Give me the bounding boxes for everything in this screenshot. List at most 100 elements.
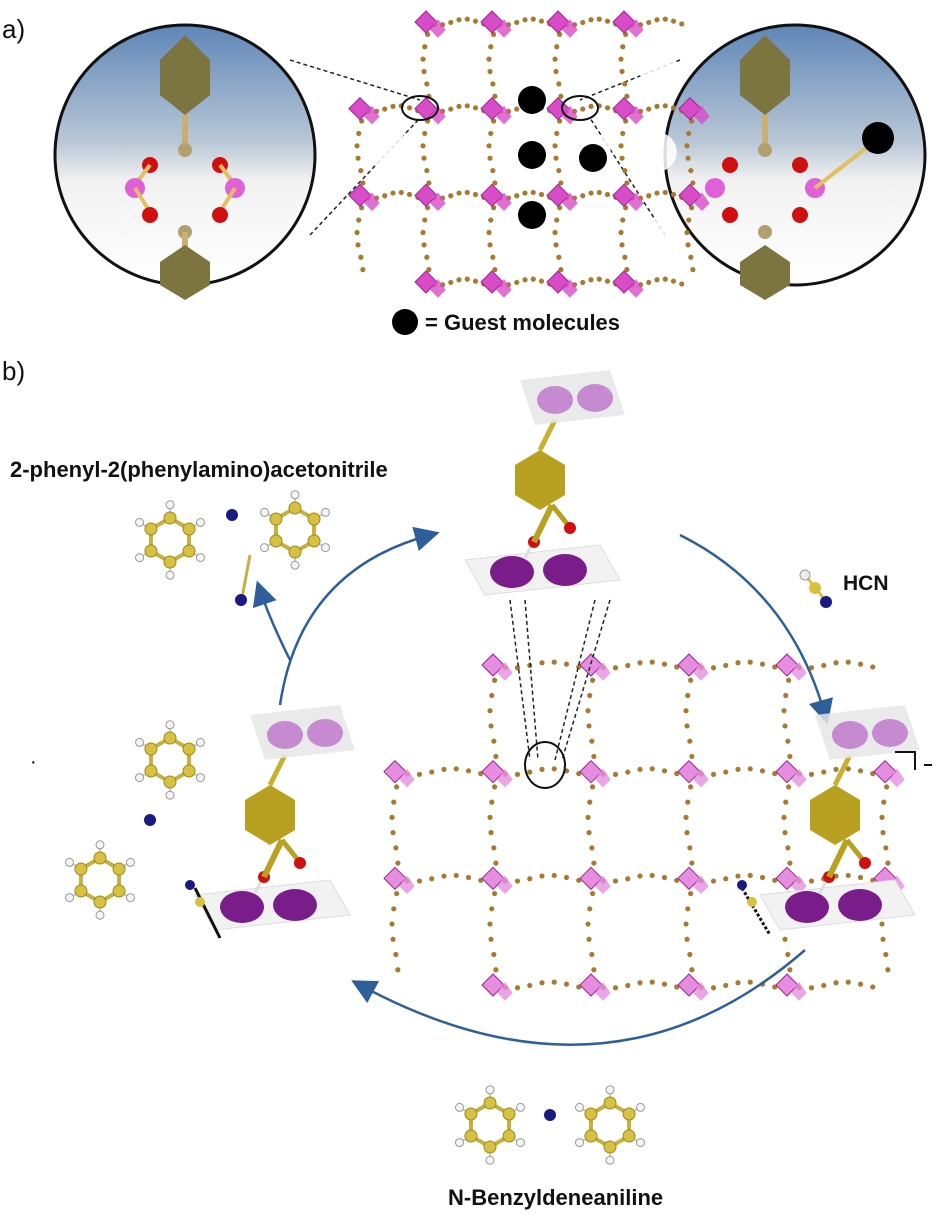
- linker-atom: [554, 130, 560, 137]
- carbon-atom: [163, 511, 177, 525]
- pore: [373, 45, 413, 86]
- metal-node: [693, 982, 709, 1001]
- linker-atom: [662, 189, 668, 196]
- linker-atom: [355, 155, 361, 161]
- linker-atom: [710, 985, 717, 991]
- linker-atom: [857, 981, 864, 987]
- linker-atom: [684, 830, 690, 836]
- oxygen-atom: [859, 857, 871, 869]
- linker-atom: [590, 890, 596, 897]
- linker-atom: [492, 180, 498, 186]
- linker-atom: [883, 951, 889, 958]
- hydrogen-atom: [575, 1138, 585, 1148]
- linker-atom: [586, 723, 592, 729]
- linker-atom: [358, 254, 364, 260]
- linker-atom: [688, 254, 694, 260]
- metal-node: [430, 105, 446, 125]
- linker-atom: [538, 278, 545, 284]
- pore: [637, 132, 677, 172]
- linker-atom: [453, 766, 459, 772]
- linker-atom: [879, 921, 885, 927]
- linker-atom: [522, 17, 528, 23]
- carbon-atom: [622, 1107, 636, 1121]
- linker-atom: [591, 860, 597, 866]
- linker-atom: [391, 906, 397, 912]
- linker-atom: [662, 16, 668, 22]
- linker-atom: [360, 180, 366, 186]
- linker-atom: [563, 661, 570, 667]
- linker-atom: [490, 81, 496, 87]
- linker-atom: [488, 830, 494, 836]
- metal-dome: [872, 719, 908, 747]
- linker-atom: [530, 276, 536, 282]
- metal-node: [481, 866, 505, 891]
- linker-atom: [514, 878, 521, 884]
- linker-atom: [390, 190, 396, 196]
- pore: [439, 218, 479, 259]
- linker-atom: [612, 665, 619, 671]
- linker-atom: [424, 81, 430, 87]
- linker-atom: [522, 277, 528, 283]
- bracket-mark: [895, 751, 932, 770]
- linker-atom: [354, 229, 360, 236]
- metal-node: [364, 192, 380, 212]
- linker-atom: [604, 18, 611, 24]
- arrow-to-top: [278, 526, 440, 706]
- linker-atom: [488, 217, 494, 223]
- hcn-molecule: [799, 569, 832, 608]
- linker-atom: [492, 890, 498, 897]
- legend-guest-dot: [392, 309, 418, 335]
- linker-atom: [587, 799, 593, 805]
- linker-atom: [684, 143, 690, 149]
- metal-dome: [832, 721, 868, 749]
- linker-atom: [661, 981, 668, 987]
- metal-node: [775, 866, 799, 891]
- linker-atom: [690, 267, 696, 273]
- metal-dome: [785, 891, 829, 923]
- linker-atom: [624, 180, 630, 186]
- hydrogen-atom: [165, 570, 175, 580]
- linker-atom: [487, 708, 493, 714]
- metal-dome: [273, 889, 317, 921]
- linker-atom: [416, 878, 423, 884]
- metal-node: [677, 973, 701, 997]
- metal-node: [612, 270, 636, 294]
- carbon-atom: [288, 545, 302, 559]
- pore: [505, 45, 545, 86]
- metal-node: [430, 279, 446, 298]
- linker-atom: [539, 766, 545, 772]
- linker-atom: [556, 81, 562, 87]
- zoom-dashed-lines-b: [509, 599, 611, 761]
- highlight-ellipse: [401, 95, 439, 121]
- linker-atom: [493, 967, 499, 973]
- metal-node: [562, 192, 578, 212]
- linker-atom: [808, 771, 815, 777]
- linker-atom: [759, 874, 766, 881]
- carbon-atom: [112, 884, 126, 898]
- panel-a-label: a): [2, 14, 26, 44]
- linker-atom: [689, 753, 695, 760]
- linker-atom: [723, 662, 729, 669]
- linker-atom: [781, 814, 787, 820]
- metal-node: [480, 96, 504, 121]
- metal-node: [430, 19, 446, 38]
- pore: [610, 795, 670, 855]
- metal-node: [546, 183, 570, 208]
- linker-atom: [390, 936, 396, 942]
- linker-atom: [684, 723, 690, 729]
- metal-node: [612, 96, 636, 121]
- linker-atom: [585, 708, 591, 714]
- nitrogen-atom: [235, 594, 247, 606]
- linker-atom: [685, 242, 691, 248]
- linker-atom: [580, 106, 586, 112]
- linker-atom: [493, 860, 499, 866]
- catalytic-cycle-arrows: [252, 526, 833, 1046]
- linker-atom: [538, 191, 545, 198]
- linker-atom: [422, 44, 428, 50]
- linker-atom: [786, 784, 792, 790]
- linker-atom: [426, 267, 432, 273]
- linker-atom: [588, 277, 594, 283]
- linker-atom: [845, 979, 851, 985]
- hydrogen-atom: [195, 517, 205, 527]
- phenyl-ring: [810, 785, 860, 845]
